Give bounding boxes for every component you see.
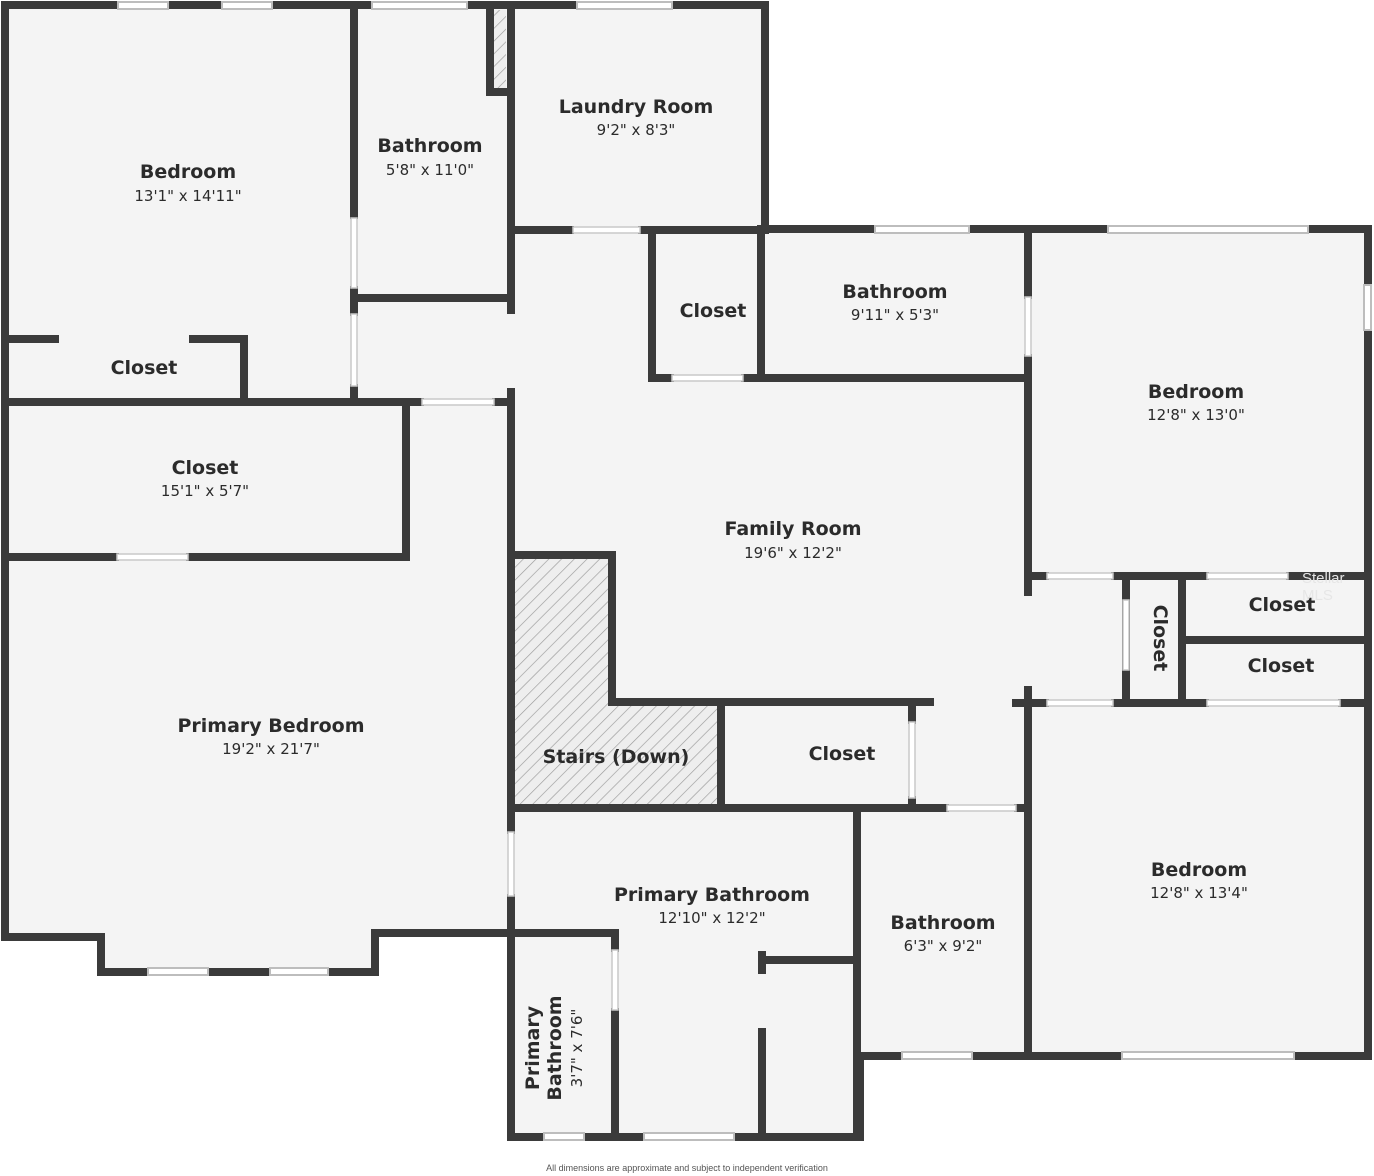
- room-dimensions: 12'8" x 13'4": [1150, 884, 1248, 902]
- room-name: Bedroom: [140, 161, 236, 183]
- room-name: Bathroom: [842, 281, 947, 303]
- room-dimensions: 9'11" x 5'3": [851, 306, 939, 324]
- room-name: Closet: [111, 357, 178, 379]
- room-name: Closet: [1248, 655, 1315, 677]
- room-name-line2: Bathroom: [544, 995, 566, 1100]
- room-dimensions: 3'7" x 7'6": [568, 1009, 586, 1088]
- room-name: Closet: [1149, 605, 1171, 672]
- room-dimensions: 12'8" x 13'0": [1147, 406, 1245, 424]
- room-name: Primary Bedroom: [177, 715, 364, 737]
- room-name: Closet: [680, 300, 747, 322]
- room-dimensions: 9'2" x 8'3": [597, 121, 676, 139]
- room-dimensions: 6'3" x 9'2": [904, 937, 983, 955]
- room-name: Closet: [809, 743, 876, 765]
- room-name: Closet: [172, 457, 239, 479]
- room-dimensions: 12'10" x 12'2": [658, 909, 765, 927]
- stairs-hatch: [515, 555, 721, 805]
- room-name: Bathroom: [377, 135, 482, 157]
- openings: [116, 217, 1341, 1011]
- room-dimensions: 15'1" x 5'7": [161, 482, 249, 500]
- room-name: Family Room: [724, 518, 861, 540]
- room-name: Bedroom: [1151, 859, 1247, 881]
- room-name: Primary Bathroom: [614, 884, 810, 906]
- room-dimensions: 19'6" x 12'2": [744, 544, 842, 562]
- room-dimensions: 13'1" x 14'11": [134, 187, 241, 205]
- room-name: Laundry Room: [559, 96, 714, 118]
- room-labels: Bedroom 13'1" x 14'11" Bathroom 5'8" x 1…: [111, 96, 1316, 1101]
- laundry-chute-hatch: [494, 10, 506, 88]
- room-name: Closet: [1249, 594, 1316, 616]
- disclaimer-footer: All dimensions are approximate and subje…: [546, 1163, 828, 1173]
- room-name: Bathroom: [890, 912, 995, 934]
- room-name: Stairs (Down): [543, 746, 690, 768]
- windows: [117, 1, 1372, 1141]
- room-dimensions: 19'2" x 21'7": [222, 740, 320, 758]
- walls: [1, 1, 1372, 1141]
- watermark: Stellar MLS: [1302, 570, 1345, 604]
- room-name: Bedroom: [1148, 381, 1244, 403]
- room-dimensions: 5'8" x 11'0": [386, 161, 474, 179]
- room-name-line1: Primary: [522, 1005, 544, 1090]
